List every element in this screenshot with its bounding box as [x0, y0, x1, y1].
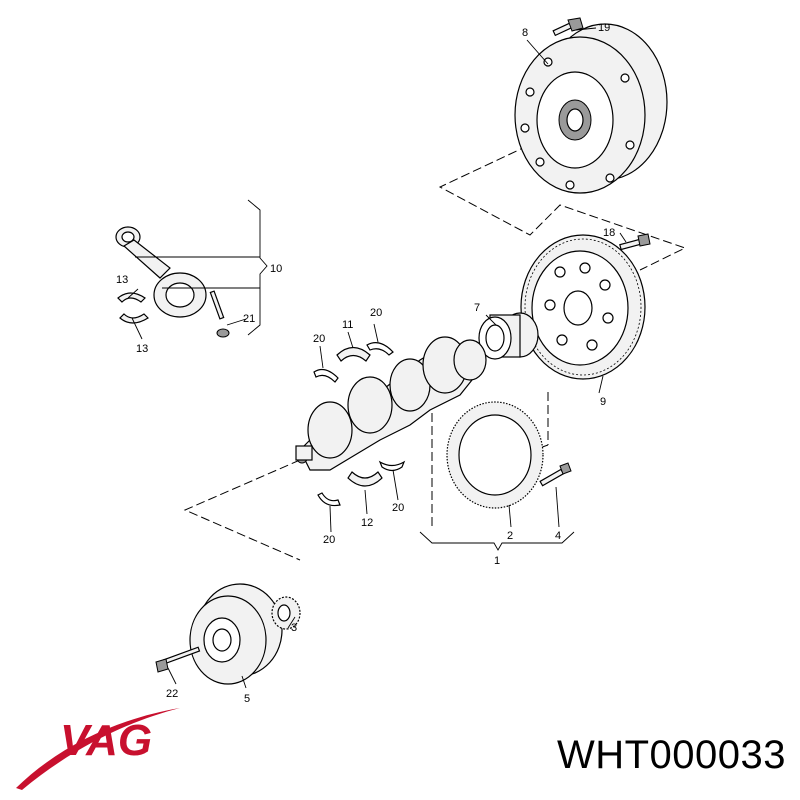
callout-18: 18 [603, 227, 615, 239]
vibration-damper [189, 583, 283, 685]
dual-mass-flywheel [514, 23, 668, 194]
callout-19: 19 [598, 22, 610, 34]
bearing-shells [313, 342, 406, 507]
bolt-21 [209, 290, 230, 338]
vag-logo-text: VAG [60, 716, 152, 765]
crankshaft [295, 336, 487, 471]
callout-20-top-left: 20 [313, 333, 325, 345]
bolt-4 [539, 462, 572, 487]
callout-20-bottom-left: 20 [323, 534, 335, 546]
connecting-rod [115, 226, 207, 318]
rod-bearing-shells [117, 292, 149, 324]
callout-2: 2 [507, 530, 513, 542]
callout-13-bottom: 13 [136, 343, 148, 355]
callout-20-bottom-right: 20 [392, 502, 404, 514]
callout-1: 1 [494, 555, 500, 567]
bolt-18 [619, 233, 651, 251]
ring-gear [446, 401, 544, 509]
callout-11: 11 [342, 319, 353, 331]
leader-lines [127, 27, 627, 689]
vag-logo: VAG [16, 708, 180, 790]
bolt-19 [552, 17, 584, 37]
callout-22: 22 [166, 688, 178, 700]
callout-10: 10 [270, 263, 282, 275]
callout-labels: 8 19 18 7 9 2 4 1 10 13 13 21 11 20 20 1… [116, 22, 615, 705]
callout-9: 9 [600, 396, 606, 408]
bolt-22 [155, 646, 201, 673]
timing-sprocket [271, 596, 301, 630]
callout-12: 12 [361, 517, 373, 529]
callout-7: 7 [474, 302, 480, 314]
part-number: WHT000033 [556, 733, 786, 777]
flywheel [520, 234, 646, 380]
callout-5: 5 [244, 693, 250, 705]
callout-20-top-right: 20 [370, 307, 382, 319]
callout-13-top: 13 [116, 274, 128, 286]
callout-4: 4 [555, 530, 561, 542]
callout-21: 21 [243, 313, 255, 325]
needle-bearing [478, 312, 539, 360]
callout-8: 8 [522, 27, 528, 39]
callout-3: 3 [291, 622, 297, 634]
